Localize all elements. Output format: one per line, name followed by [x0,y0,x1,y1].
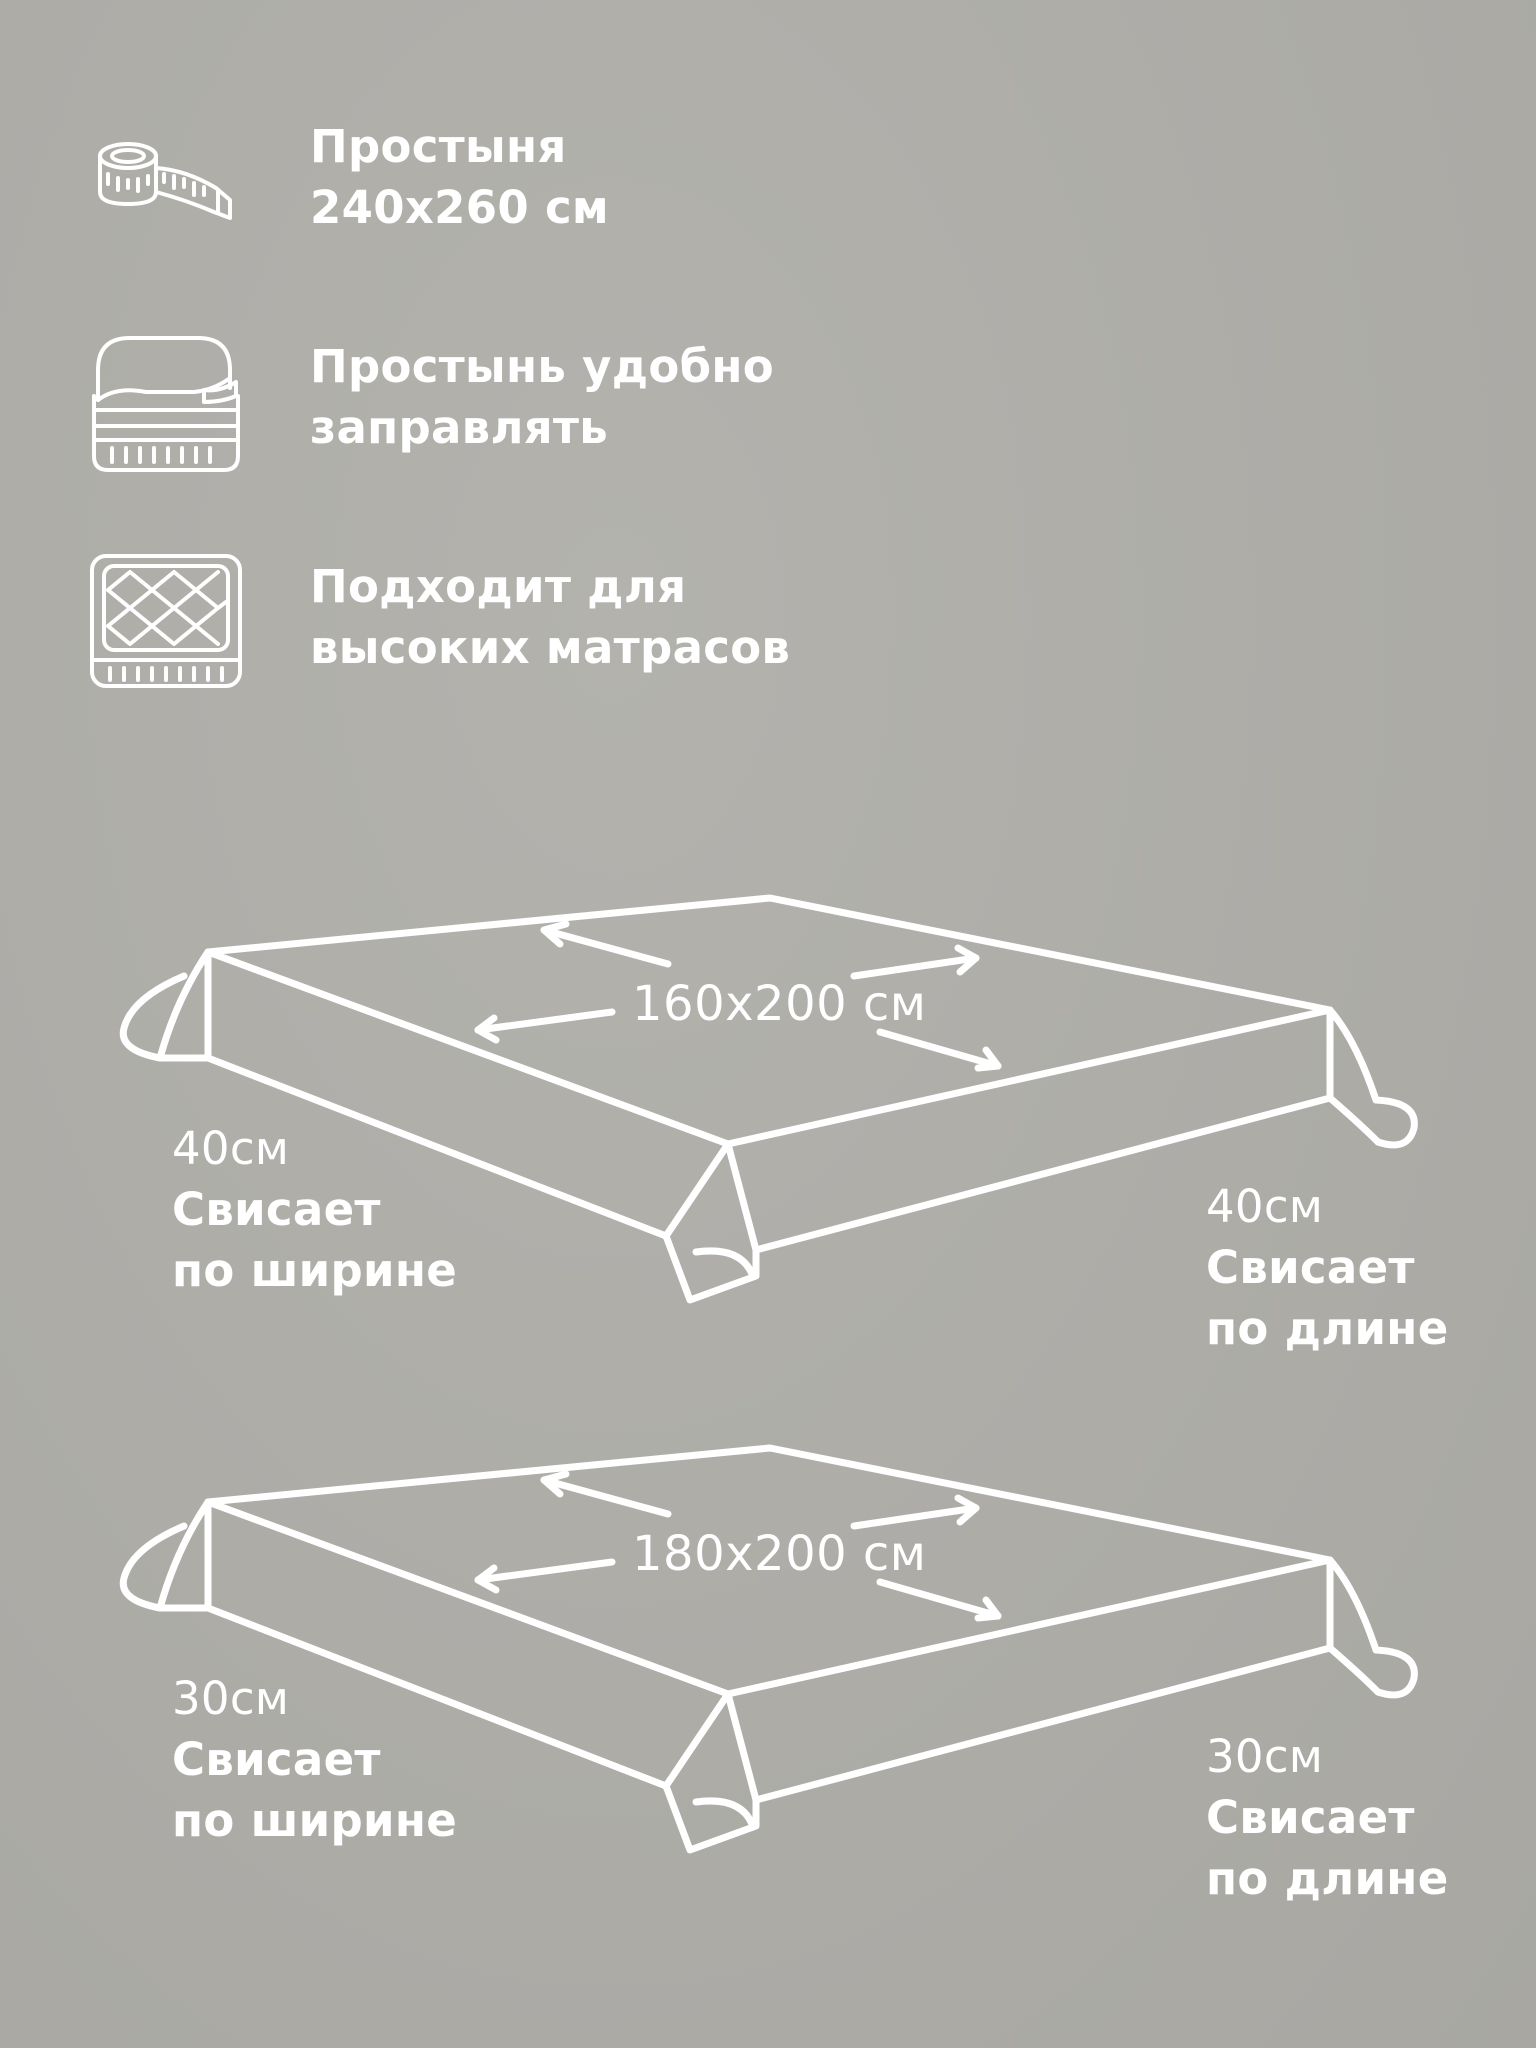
feature-title: Простынь удобно [310,340,774,393]
feature-item-easy-make: Простынь удобно заправлять [0,330,1536,490]
overhang-title: Свисает [1206,1241,1415,1294]
feature-title: Подходит для [310,560,687,613]
quilted-mattress-icon [86,550,246,710]
overhang-length-text: 40см Свисает по длине [1206,1176,1449,1359]
overhang-direction: по длине [1206,1852,1449,1905]
overhang-title: Свисает [172,1733,381,1786]
feature-subtitle: 240х260 см [310,181,610,234]
bed-outline-drawing [119,1444,1418,1854]
overhang-amount: 30см [172,1672,290,1725]
bed-size-label: 160х200 см [632,976,927,1032]
overhang-amount: 40см [1206,1180,1324,1233]
overhang-direction: по ширине [172,1244,458,1297]
feature-text: Простынь удобно заправлять [310,336,774,458]
feature-text: Простыня 240х260 см [310,116,609,238]
overhang-length-text: 30см Свисает по длине [1206,1726,1449,1909]
feature-item-high-mattress: Подходит для высоких матрасов [0,550,1536,710]
feature-title: Простыня [310,120,567,173]
feature-item-size: Простыня 240х260 см [0,110,1536,270]
bed-size-label: 180х200 см [632,1526,927,1582]
overhang-title: Свисает [1206,1791,1415,1844]
overhang-amount: 30см [1206,1730,1324,1783]
overhang-title: Свисает [172,1183,381,1236]
feature-text: Подходит для высоких матрасов [310,556,790,678]
bed-diagram-180x200: 180х200 см 30см Свисает по ширине 30см С… [0,1430,1536,1910]
bed-sheet-icon [86,330,246,490]
feature-subtitle: высоких матрасов [310,621,791,674]
overhang-direction: по ширине [172,1794,458,1847]
overhang-width-text: 40см Свисает по ширине [172,1118,457,1301]
bed-outline-drawing [119,894,1418,1304]
measuring-tape-icon [86,110,246,270]
bed-diagram-160x200: 160х200 см 40см Свисает по ширине 40см С… [0,880,1536,1360]
overhang-width-text: 30см Свисает по ширине [172,1668,457,1851]
overhang-direction: по длине [1206,1302,1449,1355]
feature-subtitle: заправлять [310,401,609,454]
overhang-amount: 40см [172,1122,290,1175]
